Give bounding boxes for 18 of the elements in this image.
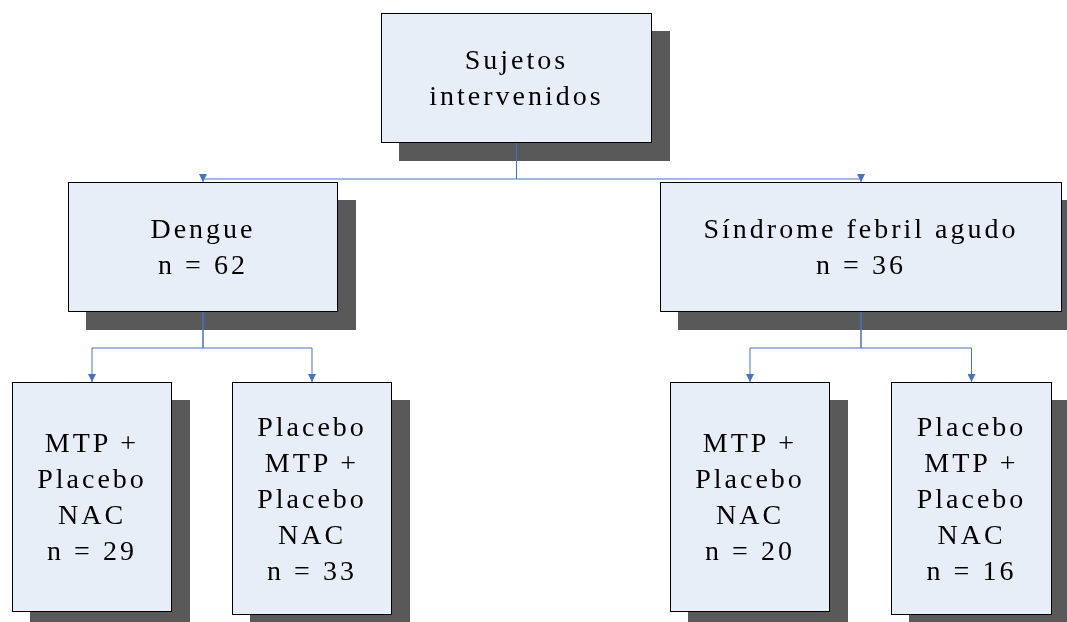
connector-arrow — [860, 311, 976, 383]
process-box — [232, 382, 392, 615]
count-label: n = 29 — [47, 534, 137, 568]
count-label: n = 33 — [267, 553, 357, 588]
process-box — [891, 382, 1052, 615]
box-title: Sujetos intervenidos — [428, 43, 605, 113]
process-box — [381, 13, 652, 143]
connector-arrow — [202, 311, 316, 383]
count-label: n = 16 — [926, 553, 1017, 588]
process-box — [670, 382, 830, 612]
process-box — [12, 382, 172, 612]
box-title: Síndrome febril agudo — [703, 212, 1019, 246]
count-label: n = 20 — [705, 534, 795, 568]
process-box — [68, 182, 338, 312]
count-label: n = 62 — [158, 248, 248, 282]
count-label: n = 36 — [816, 248, 906, 282]
box-title: Dengue — [150, 212, 256, 246]
process-box — [660, 182, 1062, 312]
